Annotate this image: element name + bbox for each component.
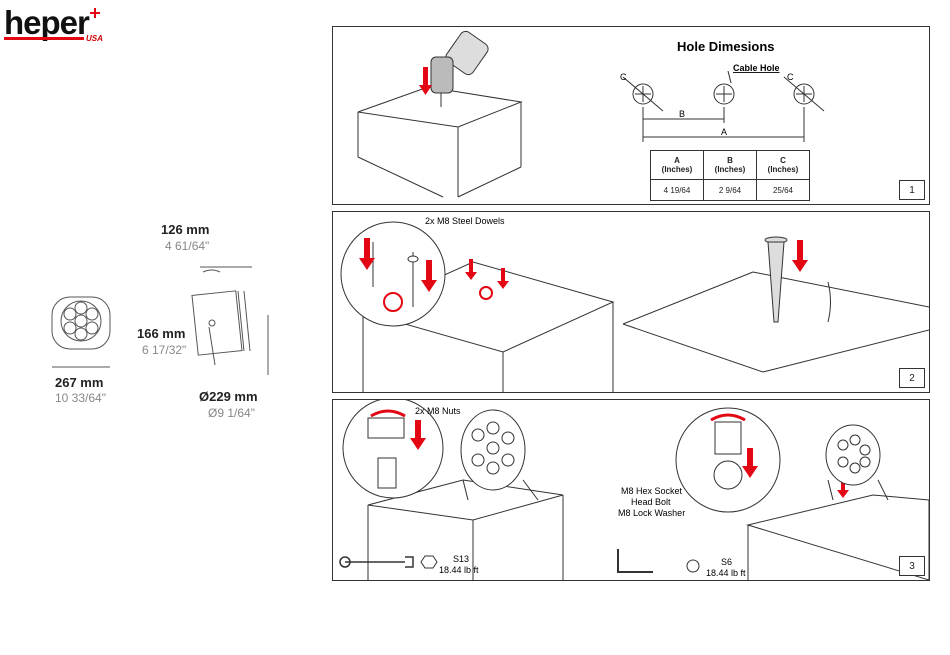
- cable-icon: [828, 282, 831, 322]
- fixture-line-drawing: [40, 215, 290, 435]
- cable-hole-label: Cable Hole: [733, 63, 780, 73]
- panel-hole-dimensions: C C B A Hole Dimesions Cable Hole A(Inch…: [332, 26, 930, 205]
- table-value-a: 4 19/64: [651, 180, 704, 201]
- brand-logo: heper USA: [4, 6, 114, 46]
- panel-mounting-dowels: 2x M8 Steel Dowels 2: [332, 211, 930, 393]
- light-fixture-right: [826, 425, 888, 500]
- hex-torque-label: 18.44 lb ft: [706, 568, 746, 578]
- brand-region: USA: [86, 34, 103, 43]
- logo-underline: [4, 37, 84, 40]
- wrench-size-label: S13: [453, 554, 469, 564]
- label-a: A: [721, 127, 727, 137]
- hex-size-label: S6: [721, 557, 732, 567]
- panel-number: 1: [899, 180, 925, 200]
- nuts-label: 2x M8 Nuts: [415, 406, 461, 416]
- mounting-block: [358, 87, 521, 197]
- product-dimension-drawing: 126 mm 4 61/64" 166 mm 6 17/32" 267 mm 1…: [40, 215, 290, 435]
- panel2-drawing: 2x M8 Steel Dowels: [333, 212, 929, 392]
- panel3-drawing: 2x M8 Nuts M8 Hex Socket Head Bolt M8 Lo…: [333, 400, 929, 580]
- side-view: [192, 267, 268, 375]
- bolt-zoom-circle: [676, 408, 780, 512]
- hex-key-icon: [618, 549, 653, 572]
- drill-down-arrow: [419, 67, 432, 95]
- table-value-c: 25/64: [757, 180, 810, 201]
- panel-fixture-install: 2x M8 Nuts M8 Hex Socket Head Bolt M8 Lo…: [332, 399, 930, 581]
- table-value-b: 2 9/64: [704, 180, 757, 201]
- logo-plus-icon: [90, 8, 100, 18]
- panel-number: 3: [899, 556, 925, 576]
- table-header-c: C(Inches): [757, 151, 810, 180]
- bolt-label-3: M8 Lock Washer: [618, 508, 685, 518]
- ground-spike: [765, 237, 787, 322]
- light-fixture-left: [461, 410, 538, 500]
- wrench-icon: [340, 557, 413, 567]
- washer-icon: [687, 560, 699, 572]
- label-b: B: [679, 109, 685, 119]
- dowels-label: 2x M8 Steel Dowels: [425, 216, 505, 226]
- spike-down-arrow: [792, 240, 808, 272]
- highlight-circle-2: [480, 287, 492, 299]
- wrench-torque-label: 18.44 lb ft: [439, 565, 479, 575]
- label-c-right: C: [787, 72, 794, 82]
- hex-nut-icon: [421, 556, 437, 568]
- hole-dimensions-title: Hole Dimesions: [677, 39, 775, 54]
- table-header-a: A(Inches): [651, 151, 704, 180]
- bolt-label-1: M8 Hex Socket: [621, 486, 683, 496]
- panel-number: 2: [899, 368, 925, 388]
- hole-dimension-table: A(Inches) B(Inches) C(Inches) 4 19/64 2 …: [650, 150, 810, 201]
- panel1-drawing: C C B A Hole Dimesions Cable Hole: [333, 27, 929, 204]
- front-view: [52, 297, 110, 367]
- label-c-left: C: [620, 72, 627, 82]
- bolt-label-2: Head Bolt: [631, 497, 671, 507]
- table-header-b: B(Inches): [704, 151, 757, 180]
